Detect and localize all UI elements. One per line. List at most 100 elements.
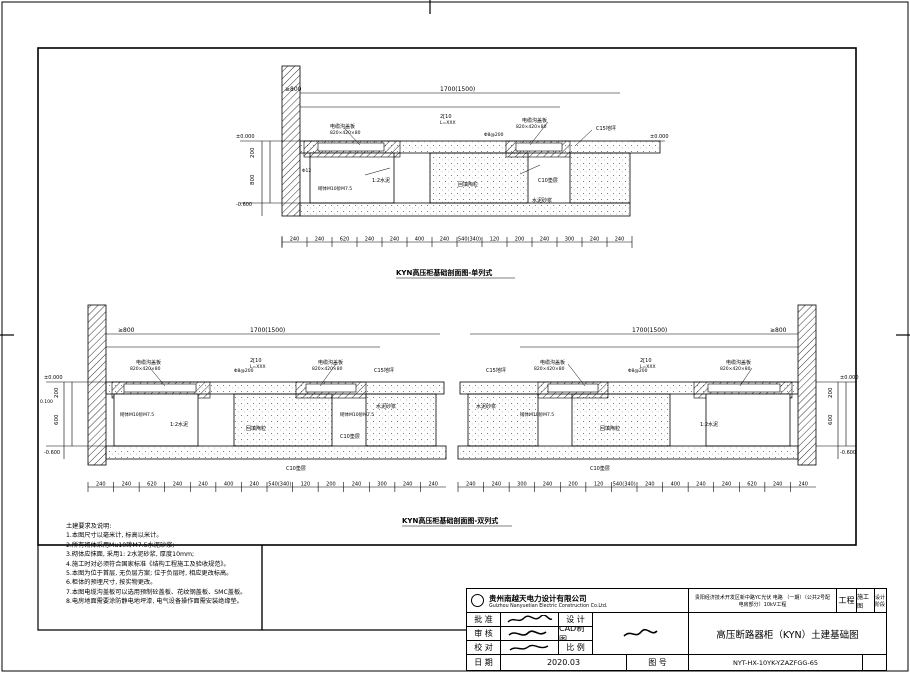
dim-value: 240 [590, 237, 600, 243]
dim-value: 240 [540, 237, 550, 243]
c10-dl: C10垫层 [340, 433, 360, 440]
dim-value: 300 [565, 237, 575, 243]
dim-value: 240 [290, 237, 300, 243]
inner-frame [37, 47, 857, 546]
dim-span-single: 1700(1500) [440, 86, 475, 93]
drawing-title: 高压断路器柜（KYN）土建基础图 [689, 613, 886, 655]
brick-dl: 砌体M10砂M7.5 [120, 411, 154, 418]
cover-label-single-2: 电缆沟盖板 [522, 117, 547, 124]
dim-h200-right: 200 [828, 387, 834, 398]
dim-value: 240 [315, 237, 325, 243]
design-label: 设 计 [559, 613, 593, 627]
brick-single: 砌体M10砂M7.5 [318, 185, 352, 192]
channel-dr: 2[10 [640, 358, 652, 364]
dim-ge800-left: ≥800 [118, 327, 135, 334]
level0-left: ±0.000 [44, 375, 63, 381]
dim-ge800-single: ≥800 [285, 86, 302, 93]
dim-value: 240 [440, 237, 450, 243]
note-line: 3.砌体应抹面, 采用1: 2水泥砂浆, 厚度10mm; [66, 551, 195, 559]
dim-value: 300 [377, 482, 387, 488]
dim-value: 540(340) [268, 482, 291, 488]
ratio-dl: 1:2水泥 [170, 421, 188, 428]
dim-value: 240 [696, 482, 706, 488]
section-single: ≥800 1700(1500) 200 800 ±0.000 -0.600 ±0… [236, 65, 669, 279]
title-single: KYN高压柜基础剖面图-单列式 [396, 268, 492, 277]
level0-right: ±0.000 [840, 375, 859, 381]
dim-value: 240 [122, 482, 132, 488]
backfill-single: 回填陶粒 [458, 181, 478, 188]
cover-spec-dr: 820×420×80 [534, 366, 565, 372]
c10-single: C10垫层 [538, 177, 558, 184]
ratio-single: 1:2水泥 [372, 177, 390, 184]
cover-label-dl2: 电缆沟盖板 [318, 359, 343, 366]
project-cell: 贵阳经济技术开发区新中路YC光伏 电路 （一期）（公共2号配电房部分）10kV工… [689, 589, 837, 613]
dim-value: 240 [492, 482, 502, 488]
project-short: 工程 [837, 589, 857, 613]
dim-value: 120 [594, 482, 604, 488]
section-double: ≥800 1700(1500) 1700(1500) ≥800 200 600 … [40, 304, 859, 527]
dim-span-right: 1700(1500) [632, 327, 667, 334]
wall-left-double [87, 304, 107, 466]
dim-value: 620 [340, 237, 350, 243]
dim-value: 240 [352, 482, 362, 488]
note-line: 8.电房地面需要涂防静电地坪漆, 电气设备操作面需安装绝缘垫。 [66, 598, 243, 606]
fig-no-label: 图 号 [627, 655, 689, 670]
company-logo-icon [471, 594, 484, 607]
brick-dr: 砌体M10砂M7.5 [520, 411, 554, 418]
dim-value: 240 [645, 482, 655, 488]
dim-value: 120 [301, 482, 311, 488]
backfill-dr: 回填陶粒 [600, 425, 620, 432]
dim-value: 400 [671, 482, 681, 488]
rebar-dl: Φ8@200 [234, 368, 254, 374]
check-label: 校 对 [467, 641, 501, 655]
signature-icon [622, 628, 658, 637]
level0-right-single: ±0.000 [650, 134, 669, 140]
ratio-dr: 1:2水泥 [700, 421, 718, 428]
dim-value: 400 [224, 482, 234, 488]
dim-value: 240 [428, 482, 438, 488]
dim-value: 620 [747, 482, 757, 488]
signature-icon [507, 614, 552, 623]
mortar-dl: 水泥砂浆 [376, 403, 396, 410]
dim-value: 240 [249, 482, 259, 488]
title-double: KYN高压柜基础剖面图-双列式 [402, 516, 498, 525]
design-sign [593, 613, 689, 655]
approve-sign [501, 613, 559, 627]
dim-value: 240 [198, 482, 208, 488]
company-name: 贵州南越天电力设计有限公司 [489, 593, 587, 603]
date-value: 2020.03 [501, 655, 627, 670]
revision-grid [863, 655, 886, 670]
note-line: 7.本图电缆沟盖板可以选用预制砼盖板、花纹钢盖板、SMC盖板。 [66, 588, 247, 596]
dim-h600-left: 600 [54, 414, 60, 425]
level100-left: 0.100 [40, 399, 53, 405]
dim-value: 620 [147, 482, 157, 488]
dim-value: 240 [173, 482, 183, 488]
dim-value: 240 [722, 482, 732, 488]
rebar12-single: Φ12 [302, 168, 311, 174]
drawing-number: NYT-HX-10YK-YZAZFGG-65 [689, 655, 863, 670]
levelneg-single: -0.600 [236, 202, 252, 208]
dim-h800-single: 800 [250, 174, 256, 185]
cover-label-dr: 电缆沟盖板 [540, 359, 565, 366]
c15-dr: C15地坪 [486, 367, 506, 374]
levelneg-right: -0.600 [840, 450, 856, 456]
rebar-single: Φ8@200 [484, 132, 504, 138]
stage-cell: 施工图 [857, 589, 875, 613]
levelneg-left: -0.600 [44, 450, 60, 456]
dim-value: 400 [415, 237, 425, 243]
cover-spec-single: 820×420×80 [330, 130, 361, 136]
stage2-cell: 设计阶段 [875, 589, 886, 613]
dim-value: 120 [490, 237, 500, 243]
cover-spec-single-2: 820×420×80 [516, 124, 547, 130]
cover-spec-dl2: 820×420×80 [312, 366, 343, 372]
brick-dl2: 砌体M10砂M7.5 [340, 411, 374, 418]
dim-h200-left: 200 [54, 387, 60, 398]
dim-value: 240 [466, 482, 476, 488]
c15-single: C15地坪 [596, 125, 616, 132]
note-line: 6.柜体的预埋尺寸, 按实物更改。 [66, 579, 157, 587]
signature-icon [507, 629, 546, 636]
construction-notes: 土建要求及说明: 1.本图尺寸以毫米计, 标高以米计。 2.所有砌体采用Mu10… [66, 522, 271, 607]
